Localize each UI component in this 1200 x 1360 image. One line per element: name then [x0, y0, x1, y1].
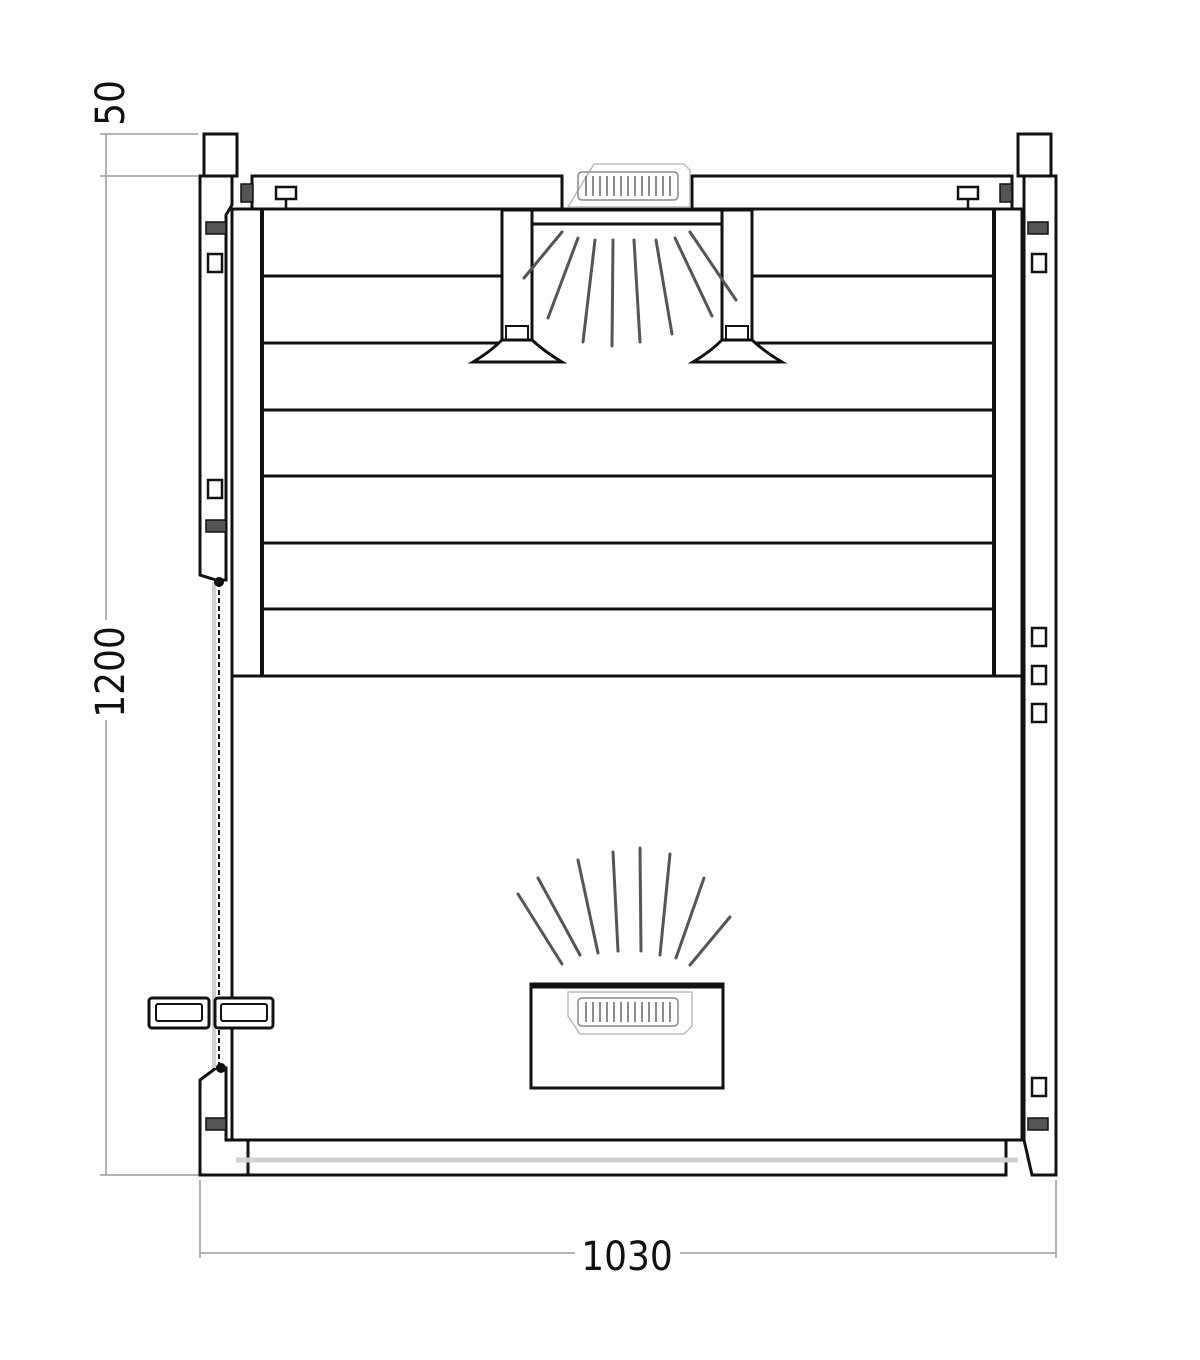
- drain-grate-icon: [566, 163, 691, 208]
- upper-panel: [230, 207, 1024, 678]
- upper-panel-slats: [262, 274, 994, 611]
- dimension-width: 1030: [581, 1234, 673, 1280]
- dimension-lines: [100, 133, 1057, 1258]
- drain-grate-icon: [567, 991, 693, 1035]
- floor-drain-assembly: [516, 846, 732, 1090]
- shower-head-assembly: [467, 163, 788, 364]
- dimension-height: 1200: [88, 626, 134, 718]
- shower-spray-icon: [522, 230, 738, 348]
- screws: [205, 183, 1049, 1131]
- shower-spray-icon: [516, 846, 732, 967]
- door-handle: [147, 996, 275, 1030]
- corner-post-right: [1016, 132, 1053, 178]
- corner-post-left: [202, 132, 239, 178]
- dimension-top-offset: 50: [88, 80, 134, 126]
- lower-panel: [230, 674, 1024, 1177]
- door: [147, 577, 275, 1073]
- upper-panel-frame: [230, 207, 1024, 678]
- hinges: [206, 185, 1048, 1098]
